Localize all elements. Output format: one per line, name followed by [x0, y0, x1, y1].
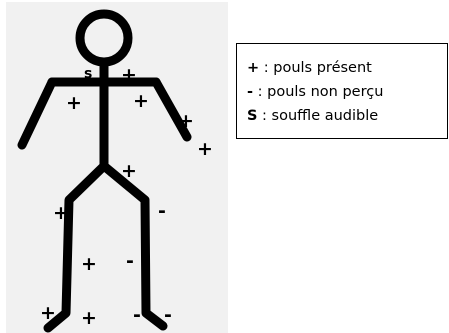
legend-item-present: + : pouls présent — [247, 56, 447, 80]
left-leg — [43, 161, 109, 333]
legend-symbol: - — [247, 84, 254, 100]
legend-text: : pouls présent — [259, 60, 372, 76]
marker-present: + — [81, 253, 97, 275]
legend: + : pouls présent - : pouls non perçu S … — [236, 43, 448, 139]
marker-present: + — [121, 64, 137, 86]
marker-present: + — [53, 202, 69, 224]
legend-symbol: S — [247, 108, 258, 124]
legend-symbol: + — [247, 60, 260, 76]
marker-absent: - — [158, 200, 166, 222]
marker-present: + — [178, 110, 194, 132]
marker-absent: - — [164, 304, 172, 326]
right-arm — [151, 77, 192, 142]
marker-present: + — [121, 160, 137, 182]
marker-absent: - — [133, 304, 141, 326]
marker-absent: - — [126, 250, 134, 272]
legend-item-absent: - : pouls non perçu — [247, 80, 447, 104]
marker-souffle: s — [84, 66, 92, 82]
figure-paper — [6, 2, 228, 333]
marker-present: + — [40, 302, 56, 324]
marker-present: + — [66, 92, 82, 114]
legend-item-souffle: S : souffle audible — [247, 104, 447, 128]
legend-text: : souffle audible — [257, 108, 379, 124]
marker-present: + — [133, 90, 149, 112]
left-arm — [17, 77, 57, 150]
right-leg — [99, 161, 168, 331]
marker-present: + — [81, 307, 97, 329]
marker-present: + — [197, 138, 213, 160]
legend-text: : pouls non perçu — [253, 84, 384, 100]
